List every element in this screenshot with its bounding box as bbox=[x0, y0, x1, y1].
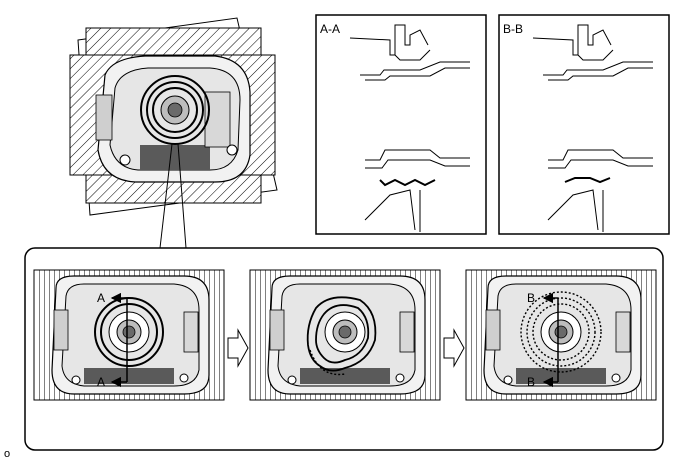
marker-a-bottom: A bbox=[97, 375, 105, 389]
step-1-housing bbox=[33, 269, 225, 401]
section-aa-label: A-A bbox=[320, 22, 340, 36]
section-a-cut-line: A A bbox=[97, 291, 128, 389]
step-arrow-1 bbox=[227, 328, 249, 368]
overview-housing bbox=[69, 17, 278, 216]
section-bb-panel: B-B bbox=[498, 14, 670, 235]
marker-b-bottom: B bbox=[527, 375, 535, 389]
marker-a-top: A bbox=[97, 291, 105, 305]
callout-lines bbox=[159, 143, 187, 249]
step-arrow-2 bbox=[443, 328, 465, 368]
section-aa-panel: A-A bbox=[315, 14, 487, 235]
section-bb-label: B-B bbox=[503, 22, 523, 36]
figure-code: o bbox=[4, 448, 10, 460]
section-b-cut-line: B B bbox=[527, 291, 559, 389]
step-2-housing bbox=[249, 269, 441, 401]
marker-b-top: B bbox=[527, 291, 535, 305]
step-3-housing bbox=[465, 269, 657, 401]
